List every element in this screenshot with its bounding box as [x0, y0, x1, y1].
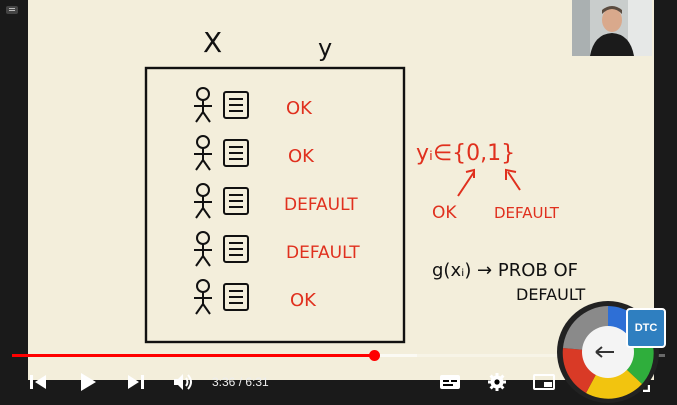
skip-next-icon	[128, 375, 144, 389]
formula-line-2: DEFAULT	[516, 285, 586, 304]
table-row: OK	[194, 279, 317, 315]
duration: 6:31	[245, 375, 269, 389]
time-display: 3:36 / 6:31	[212, 375, 269, 389]
current-time: 3:36	[212, 375, 236, 389]
arrow-icon	[457, 168, 475, 197]
whiteboard-drawing: X y OK	[144, 26, 586, 344]
arrow-label-default: DEFAULT	[494, 204, 560, 222]
volume-button[interactable]	[170, 368, 198, 396]
set-note: yᵢ∈{0,1}	[416, 141, 515, 166]
captions-button[interactable]	[436, 368, 464, 396]
back-arrow-icon	[595, 346, 614, 358]
header-x: X	[203, 26, 222, 59]
captions-icon	[440, 375, 460, 389]
progress-bar[interactable]	[12, 350, 665, 361]
play-button[interactable]	[74, 368, 102, 396]
document-icon	[223, 187, 249, 215]
document-icon	[223, 235, 249, 263]
document-icon	[223, 139, 249, 167]
table-row: DEFAULT	[194, 231, 360, 267]
row-label: OK	[288, 146, 315, 167]
document-icon	[223, 91, 249, 119]
arrow-icon	[505, 168, 521, 191]
person-icon	[194, 279, 212, 315]
header-y: y	[318, 34, 332, 62]
whiteboard: X y OK	[28, 0, 654, 380]
play-icon	[81, 373, 96, 391]
dtc-badge[interactable]: DTC	[626, 308, 666, 348]
played-bar	[12, 354, 374, 357]
miniplayer-icon	[533, 374, 555, 390]
settings-button[interactable]	[483, 368, 511, 396]
person-icon	[194, 87, 212, 123]
row-label: DEFAULT	[286, 243, 360, 263]
row-label: OK	[290, 290, 317, 311]
table-row: DEFAULT	[194, 183, 358, 219]
row-label: OK	[286, 98, 313, 119]
skip-previous-icon	[30, 375, 46, 389]
menu-icon[interactable]	[6, 6, 18, 14]
person-icon	[194, 183, 212, 219]
row-label: DEFAULT	[284, 195, 358, 215]
time-separator: /	[235, 375, 246, 389]
table-row: OK	[194, 135, 315, 171]
arrow-label-ok: OK	[432, 203, 457, 223]
person-icon	[194, 135, 212, 171]
miniplayer-button[interactable]	[530, 368, 558, 396]
table-row: OK	[194, 87, 313, 123]
previous-button[interactable]	[24, 368, 52, 396]
person-icon	[194, 231, 212, 267]
webcam-overlay	[572, 0, 652, 56]
scrubber-handle[interactable]	[368, 350, 380, 361]
table-box	[144, 66, 406, 344]
next-button[interactable]	[122, 368, 150, 396]
document-icon	[223, 283, 249, 311]
gear-icon	[488, 373, 506, 391]
volume-icon	[174, 374, 192, 390]
formula-line-1: g(xᵢ) → PROB OF	[432, 260, 578, 281]
